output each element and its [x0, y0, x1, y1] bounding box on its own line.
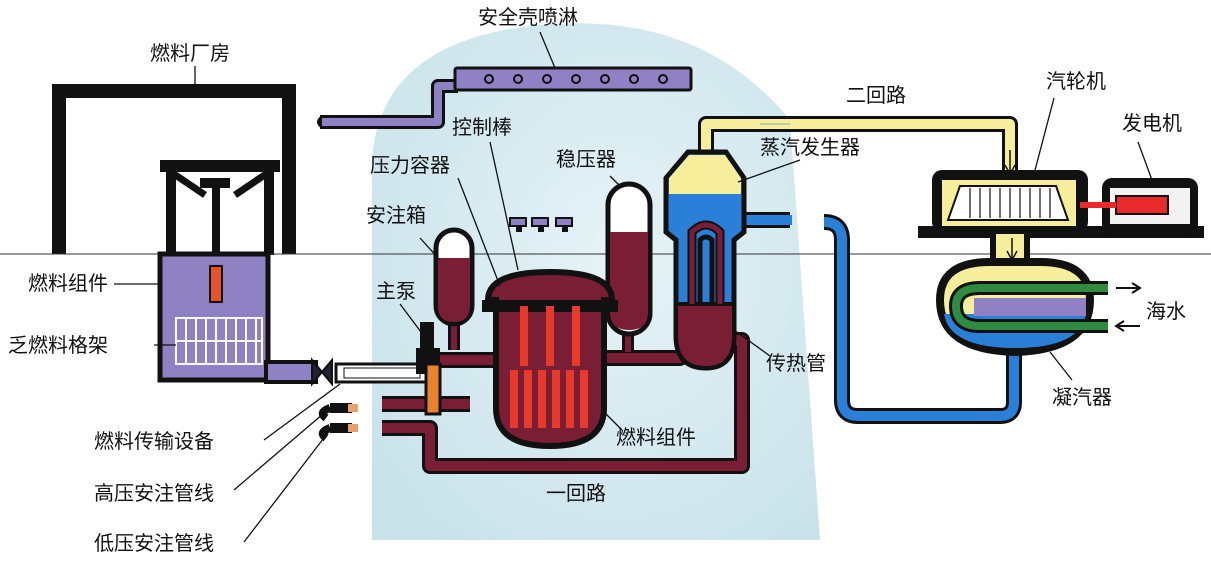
- spent-fuel-rack: [175, 317, 263, 365]
- label-seawater: 海水: [1146, 299, 1186, 323]
- label-condenser: 凝汽器: [1052, 385, 1112, 409]
- label-fuel-transfer: 燃料传输设备: [94, 429, 214, 453]
- spent-fuel-pool: [157, 251, 430, 387]
- turbine-rotor: [946, 185, 1070, 221]
- label-steam-generator: 蒸汽发生器: [760, 135, 860, 159]
- reactor-vessel: [482, 217, 618, 450]
- label-primary-loop: 一回路: [546, 481, 606, 505]
- label-lp-injection: 低压安注管线: [94, 531, 214, 555]
- label-fuel-building: 燃料厂房: [150, 41, 230, 65]
- label-turbine: 汽轮机: [1046, 69, 1106, 93]
- label-heat-tubes: 传热管: [766, 351, 826, 375]
- label-main-pump: 主泵: [376, 279, 416, 303]
- pressurizer-tank: [605, 181, 653, 337]
- main-pump: [416, 322, 442, 416]
- accumulator-tank: [433, 227, 475, 327]
- label-fuel-assembly-pool: 燃料组件: [28, 271, 108, 295]
- label-generator: 发电机: [1122, 111, 1182, 135]
- label-containment-spray: 安全壳喷淋: [478, 5, 578, 29]
- condenser: [935, 238, 1142, 357]
- label-accumulator: 安注箱: [366, 203, 426, 227]
- label-hp-injection: 高压安注管线: [94, 481, 214, 505]
- steam-generator: [663, 149, 747, 371]
- containment-spray-header: [317, 66, 693, 129]
- core-fuel-rods: [510, 306, 588, 428]
- leader-lines: [114, 31, 1153, 543]
- label-secondary-loop: 二回路: [846, 83, 906, 107]
- label-control-rods: 控制棒: [452, 115, 512, 139]
- label-pressure-vessel: 压力容器: [370, 153, 450, 177]
- feedwater-line: [740, 212, 1022, 424]
- turbine-hall: [918, 170, 1204, 264]
- label-pressurizer: 稳压器: [556, 147, 616, 171]
- label-spent-fuel-rack: 乏燃料格架: [8, 333, 108, 357]
- label-fuel-assembly-core: 燃料组件: [616, 425, 696, 449]
